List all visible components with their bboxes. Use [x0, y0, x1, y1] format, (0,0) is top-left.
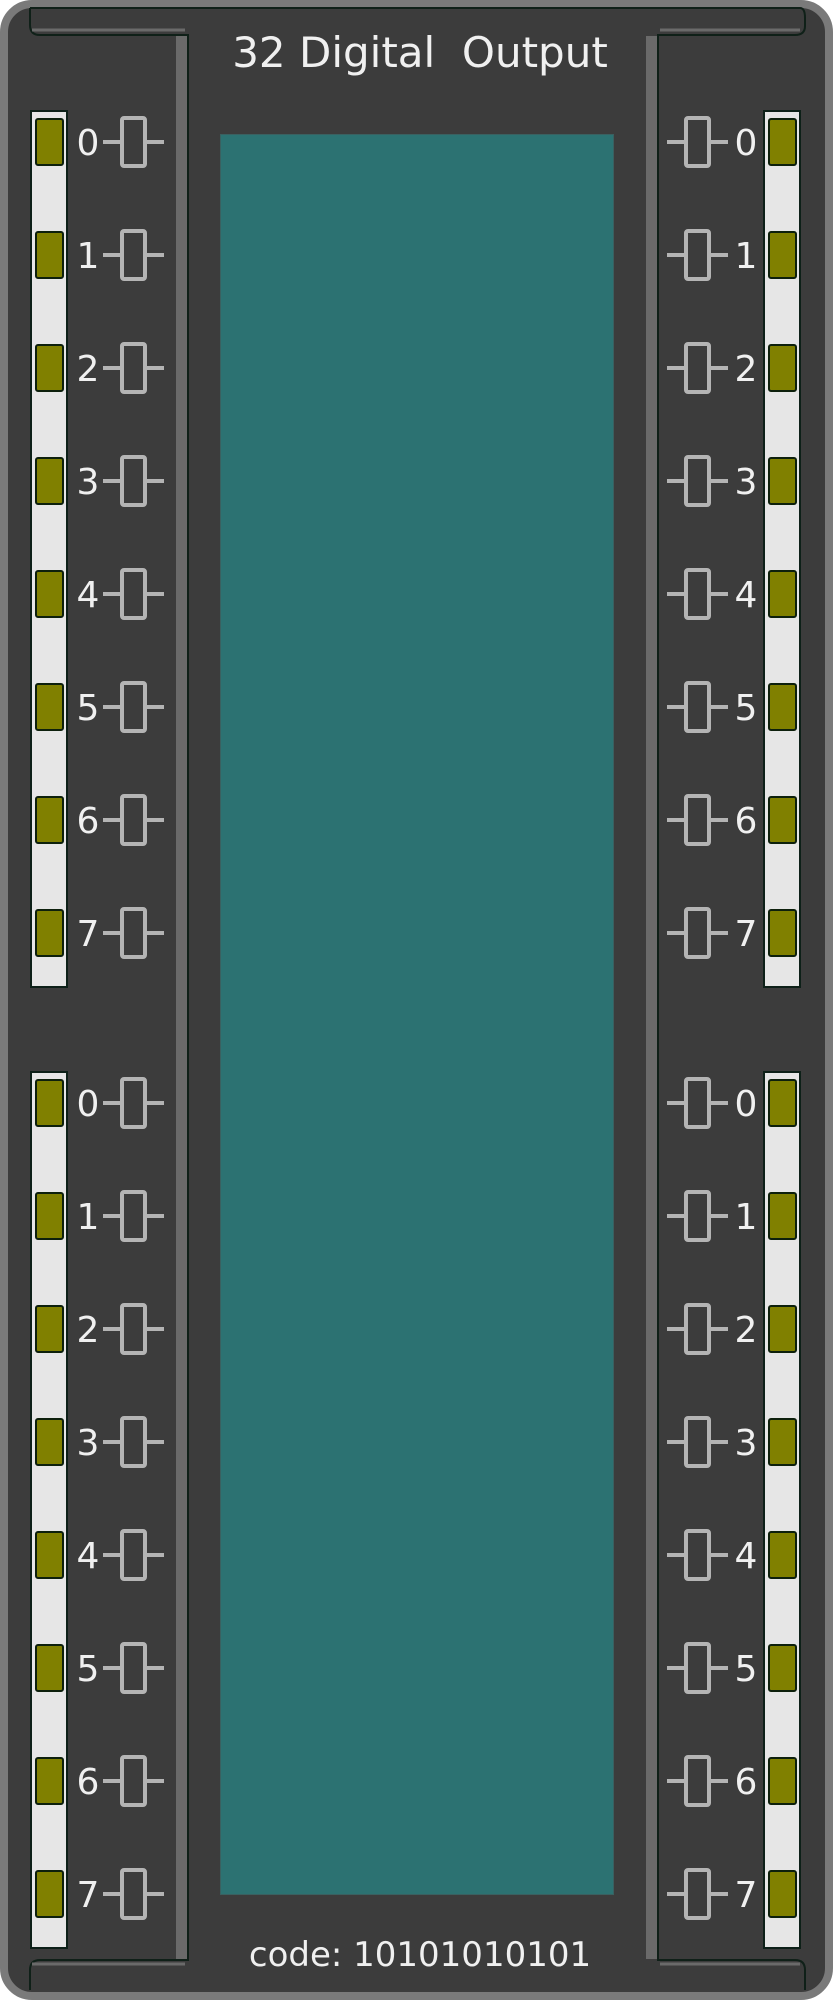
channel-number: 7: [76, 1875, 100, 1916]
output-led: [768, 1305, 797, 1353]
channel-number: 0: [76, 1084, 100, 1125]
channel-number: 0: [76, 123, 100, 164]
channel-number: 7: [76, 914, 100, 955]
output-led: [768, 1757, 797, 1805]
output-led: [768, 344, 797, 392]
channel-number: 4: [76, 575, 100, 616]
code-label: code: 10101010101: [248, 1935, 592, 1975]
coil-icon: [667, 342, 728, 394]
coil-icon: [103, 1868, 164, 1920]
coil-icon: [103, 229, 164, 281]
output-led: [35, 1870, 64, 1918]
channel-number: 1: [76, 236, 100, 277]
coil-icon: [103, 907, 164, 959]
channel-number: 5: [734, 688, 758, 729]
output-led: [35, 570, 64, 618]
output-led: [35, 796, 64, 844]
output-led: [768, 570, 797, 618]
channel-number: 2: [76, 349, 100, 390]
channel-number: 4: [734, 575, 758, 616]
coil-icon: [103, 1303, 164, 1355]
coil-icon: [667, 907, 728, 959]
channel-number: 2: [76, 1310, 100, 1351]
channel-number: 5: [76, 1649, 100, 1690]
channel-number: 5: [734, 1649, 758, 1690]
channel-number: 6: [734, 1762, 758, 1803]
output-led: [35, 1305, 64, 1353]
output-led: [35, 1418, 64, 1466]
channel-number: 4: [734, 1536, 758, 1577]
output-led: [768, 1192, 797, 1240]
output-led: [768, 231, 797, 279]
coil-icon: [103, 342, 164, 394]
coil-icon: [667, 1868, 728, 1920]
channel-number: 6: [734, 801, 758, 842]
module-title: 32 Digital Output: [232, 28, 608, 77]
channel-number: 1: [734, 1197, 758, 1238]
output-led: [768, 1644, 797, 1692]
output-led: [768, 1531, 797, 1579]
coil-icon: [103, 794, 164, 846]
channel-number: 0: [734, 123, 758, 164]
channel-number: 6: [76, 801, 100, 842]
output-led: [35, 1531, 64, 1579]
coil-icon: [667, 1755, 728, 1807]
channel-number: 6: [76, 1762, 100, 1803]
output-led: [768, 796, 797, 844]
coil-icon: [667, 1416, 728, 1468]
output-led: [35, 1644, 64, 1692]
coil-icon: [103, 1077, 164, 1129]
channel-number: 7: [734, 914, 758, 955]
coil-icon: [667, 1529, 728, 1581]
coil-icon: [103, 568, 164, 620]
coil-icon: [667, 794, 728, 846]
coil-icon: [103, 455, 164, 507]
channel-number: 3: [734, 462, 758, 503]
coil-icon: [667, 1642, 728, 1694]
coil-icon: [667, 1077, 728, 1129]
coil-icon: [667, 568, 728, 620]
coil-icon: [103, 116, 164, 168]
output-led: [768, 457, 797, 505]
output-led: [768, 1418, 797, 1466]
output-led: [35, 1192, 64, 1240]
coil-icon: [103, 1190, 164, 1242]
output-led: [35, 231, 64, 279]
display-area: [220, 134, 614, 1895]
output-led: [35, 118, 64, 166]
channel-number: 3: [76, 462, 100, 503]
output-led: [35, 683, 64, 731]
coil-icon: [667, 681, 728, 733]
channel-number: 2: [734, 1310, 758, 1351]
output-led: [35, 1079, 64, 1127]
coil-icon: [667, 455, 728, 507]
output-led: [768, 118, 797, 166]
coil-icon: [103, 1416, 164, 1468]
channel-number: 3: [734, 1423, 758, 1464]
output-led: [768, 909, 797, 957]
coil-icon: [667, 1303, 728, 1355]
coil-icon: [667, 116, 728, 168]
channel-number: 5: [76, 688, 100, 729]
coil-icon: [667, 1190, 728, 1242]
output-led: [35, 1757, 64, 1805]
coil-icon: [667, 229, 728, 281]
output-led: [768, 683, 797, 731]
output-led: [35, 909, 64, 957]
coil-icon: [103, 1642, 164, 1694]
coil-icon: [103, 681, 164, 733]
channel-number: 2: [734, 349, 758, 390]
output-led: [35, 457, 64, 505]
channel-number: 1: [734, 236, 758, 277]
channel-number: 7: [734, 1875, 758, 1916]
coil-icon: [103, 1529, 164, 1581]
channel-number: 1: [76, 1197, 100, 1238]
output-led: [768, 1870, 797, 1918]
channel-number: 0: [734, 1084, 758, 1125]
output-led: [35, 344, 64, 392]
channel-number: 3: [76, 1423, 100, 1464]
coil-icon: [103, 1755, 164, 1807]
channel-number: 4: [76, 1536, 100, 1577]
output-led: [768, 1079, 797, 1127]
